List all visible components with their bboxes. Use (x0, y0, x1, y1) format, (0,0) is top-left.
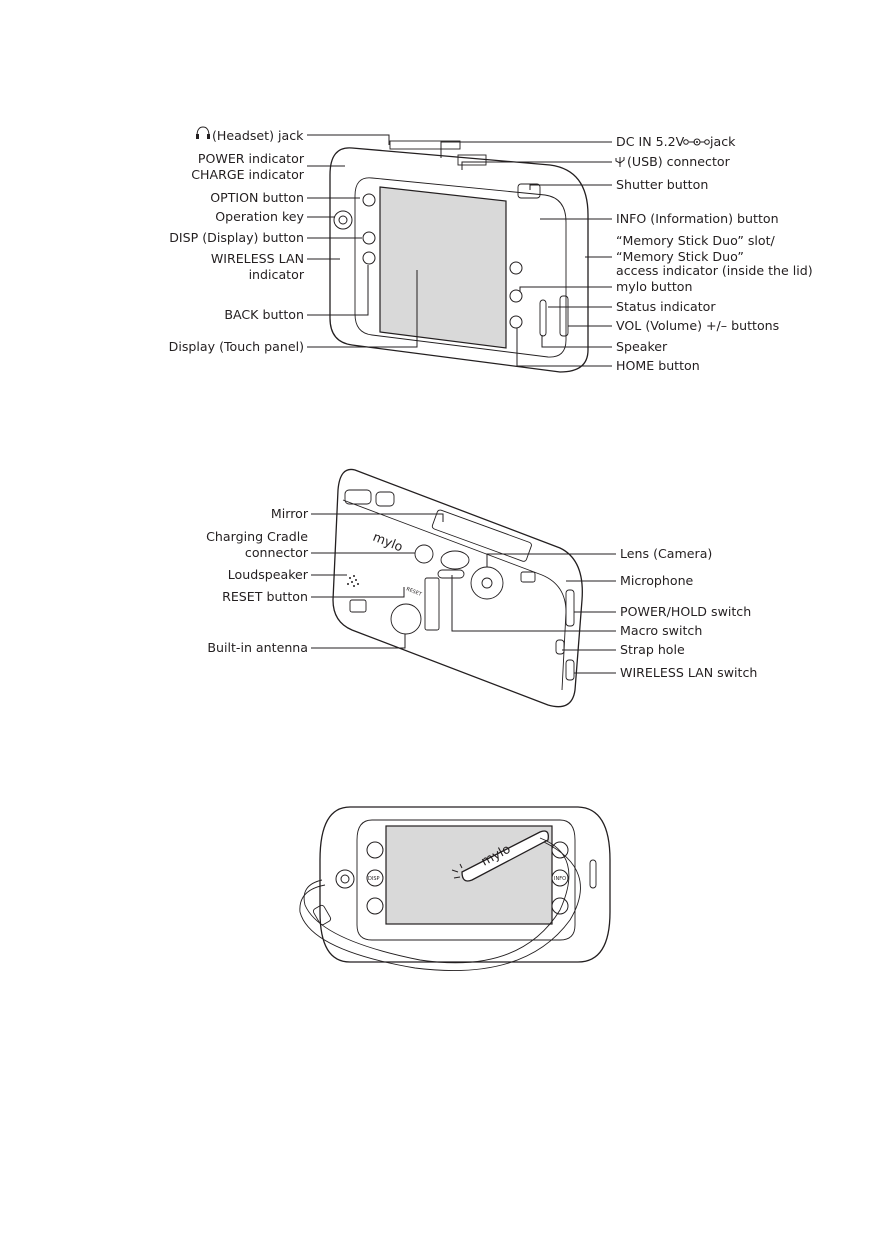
label-back-button: BACK button (224, 307, 304, 322)
label-access-indicator: access indicator (inside the lid) (616, 263, 813, 278)
label-wireless-lan-indicator: indicator (249, 267, 305, 282)
label-power-hold-switch: POWER/HOLD switch (620, 604, 751, 619)
front-device-drawing (329, 140, 589, 373)
label-reset-button: RESET button (222, 589, 308, 604)
rear-leader-lines (311, 513, 616, 674)
usb-icon (615, 157, 625, 167)
headset-icon (196, 126, 210, 139)
label-strap-hole: Strap hole (620, 642, 685, 657)
loudspeaker-grille (347, 575, 359, 587)
label-operation-key: Operation key (215, 209, 304, 224)
rear-view: mylo RESET (206, 468, 757, 708)
label-shutter-button: Shutter button (616, 177, 708, 192)
strap-info-mark: INFO (554, 876, 566, 882)
label-vol-buttons: VOL (Volume) +/– buttons (616, 318, 779, 333)
label-wireless-lan: WIRELESS LAN (211, 251, 304, 266)
label-display-touch-panel: Display (Touch panel) (169, 339, 304, 354)
label-info-button: INFO (Information) button (616, 211, 779, 226)
label-headset-jack: (Headset) jack (212, 128, 304, 143)
label-microphone: Microphone (620, 573, 694, 588)
label-charging-cradle: Charging Cradle (206, 529, 308, 544)
label-lens-camera: Lens (Camera) (620, 546, 712, 561)
rear-reset-mark: RESET (405, 586, 423, 598)
label-mylo-button: mylo button (616, 279, 692, 294)
label-power-indicator: POWER indicator (198, 151, 305, 166)
strap-device-drawing: DISP INFO mylo (299, 806, 611, 971)
label-mirror: Mirror (271, 506, 309, 521)
label-built-in-antenna: Built-in antenna (207, 640, 308, 655)
label-loudspeaker: Loudspeaker (228, 567, 309, 582)
label-status-indicator: Status indicator (616, 299, 716, 314)
label-wireless-lan-switch: WIRELESS LAN switch (620, 665, 757, 680)
front-view: (Headset) jack POWER indicator CHARGE in… (169, 126, 813, 373)
label-usb-connector: (USB) connector (627, 154, 731, 169)
rear-device-drawing: mylo RESET (332, 468, 583, 708)
label-macro-switch: Macro switch (620, 623, 702, 638)
dc-polarity-icon (683, 138, 710, 146)
strap-disp-mark: DISP (368, 876, 380, 882)
label-home-button: HOME button (616, 358, 700, 373)
label-charge-indicator: CHARGE indicator (191, 167, 305, 182)
label-memory-stick-slot: “Memory Stick Duo” slot/ (616, 233, 776, 248)
label-dc-in-jack: jack (709, 134, 736, 149)
label-memory-stick-duo: “Memory Stick Duo” (616, 249, 744, 264)
label-disp-button: DISP (Display) button (169, 230, 304, 245)
label-speaker: Speaker (616, 339, 668, 354)
label-dc-in: DC IN 5.2V (616, 134, 685, 149)
label-charging-cradle-connector: connector (245, 545, 309, 560)
label-option-button: OPTION button (210, 190, 304, 205)
front-leader-lines (307, 134, 612, 367)
strap-view: DISP INFO mylo (299, 806, 611, 971)
